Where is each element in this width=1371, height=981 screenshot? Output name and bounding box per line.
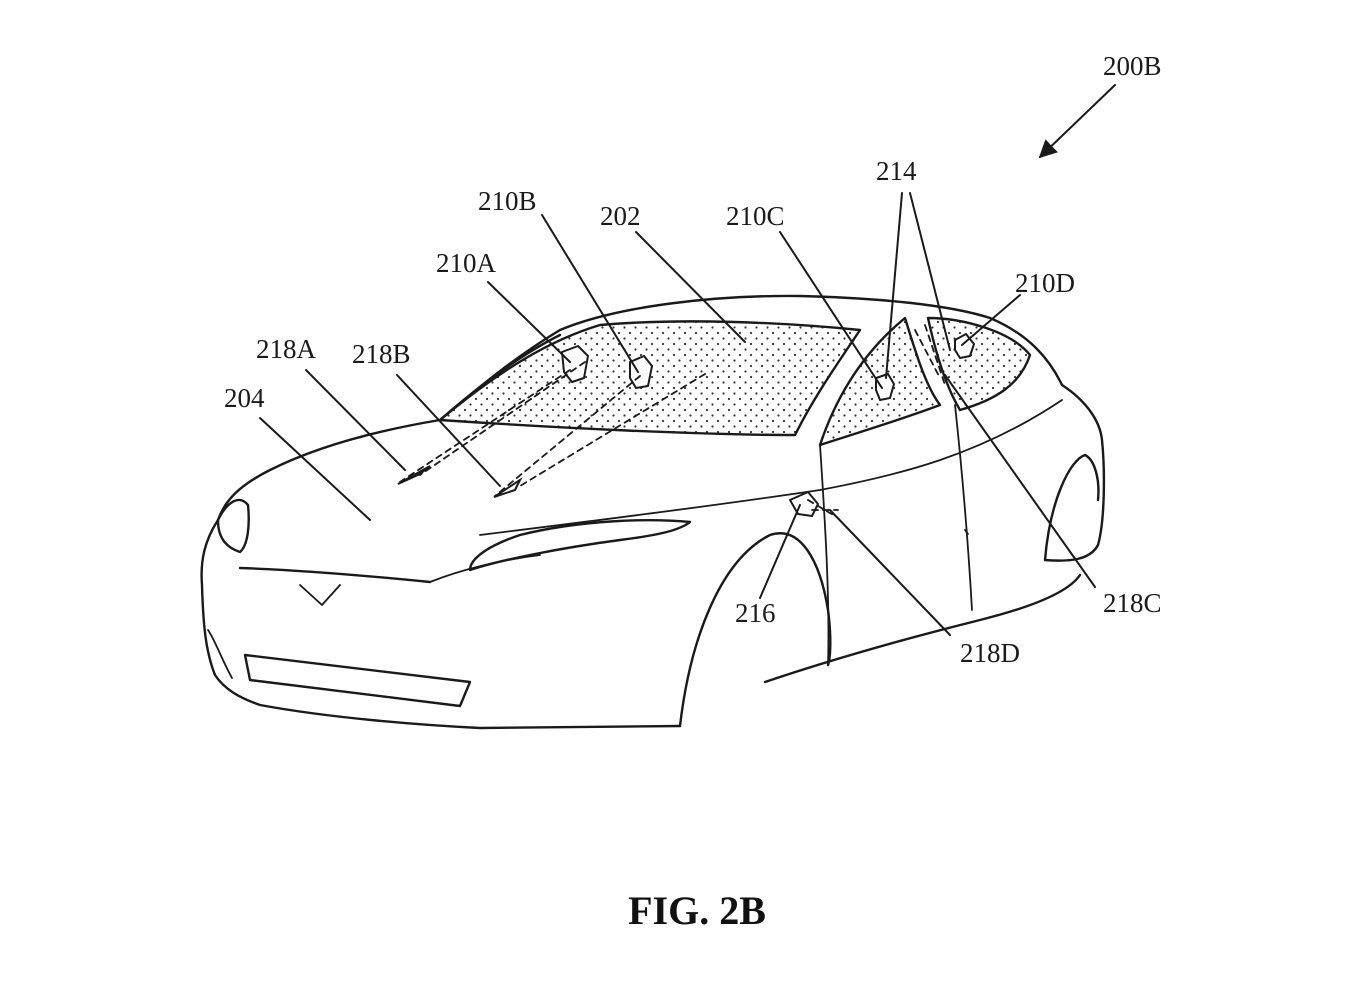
reference-labels: 200B 214 210B 202 210C 210A 210D 218A 21… <box>224 51 1162 668</box>
beam-218B <box>493 373 706 498</box>
label-218B: 218B <box>352 339 411 369</box>
vehicle-body <box>200 294 1106 730</box>
label-210A: 210A <box>436 248 497 278</box>
label-200B: 200B <box>1103 51 1162 81</box>
label-218C: 218C <box>1103 588 1162 618</box>
label-210B: 210B <box>478 186 537 216</box>
label-210D: 210D <box>1015 268 1075 298</box>
sensor-210B <box>629 355 653 389</box>
sensor-216 <box>789 491 819 517</box>
label-218A: 218A <box>256 334 317 364</box>
label-218D: 218D <box>960 638 1020 668</box>
label-214: 214 <box>876 156 917 186</box>
sensor-210C <box>875 373 895 401</box>
figure-caption: FIG. 2B <box>628 888 766 933</box>
label-202: 202 <box>600 201 641 231</box>
sensor-210A <box>561 345 589 383</box>
leader-lines <box>259 84 1116 636</box>
beam-218C <box>914 324 946 386</box>
label-204: 204 <box>224 383 265 413</box>
beam-218D <box>807 499 839 517</box>
label-210C: 210C <box>726 201 785 231</box>
label-216: 216 <box>735 598 776 628</box>
beam-218A <box>397 361 586 485</box>
